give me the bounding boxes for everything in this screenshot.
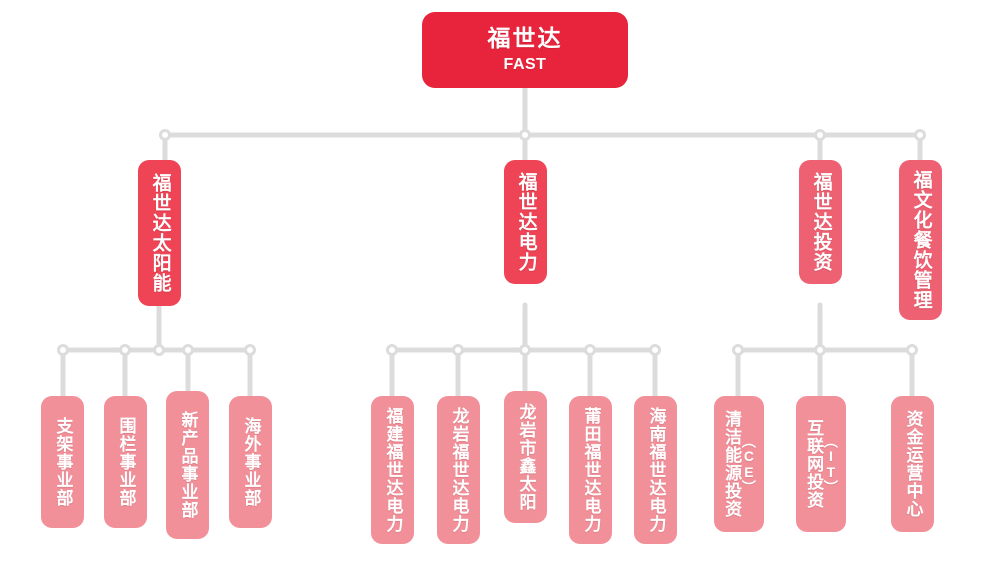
- node-unit-fence[interactable]: 围栏事业部: [104, 396, 147, 528]
- junction-dot: [159, 129, 171, 141]
- junction-dot: [814, 129, 826, 141]
- unit-label-sub: （CE）: [740, 434, 757, 494]
- node-unit-putian-power[interactable]: 莆田福世达电力: [569, 396, 612, 544]
- unit-label: 福建福世达电力: [383, 407, 403, 533]
- node-division-power[interactable]: 福世达电力: [504, 160, 547, 284]
- junction-dot: [649, 344, 661, 356]
- division-label: 福世达电力: [515, 172, 537, 272]
- unit-label: 互联网投资: [804, 419, 824, 509]
- junction-dot: [519, 344, 531, 356]
- unit-label: 龙岩市鑫太阳: [516, 403, 536, 511]
- junction-dot: [814, 344, 826, 356]
- junction-dot: [914, 129, 926, 141]
- root-title-en: FAST: [503, 56, 547, 74]
- node-unit-hainan-power[interactable]: 海南福世达电力: [634, 396, 677, 544]
- junction-dot: [452, 344, 464, 356]
- node-unit-longyan-power[interactable]: 龙岩福世达电力: [437, 396, 480, 544]
- junction-dot: [906, 344, 918, 356]
- junction-dot: [153, 344, 165, 356]
- node-unit-overseas[interactable]: 海外事业部: [229, 396, 272, 528]
- junction-dot: [584, 344, 596, 356]
- junction-dot: [386, 344, 398, 356]
- unit-label: 龙岩福世达电力: [449, 407, 469, 533]
- node-division-culture-catering[interactable]: 福文化餐饮管理: [899, 160, 942, 320]
- node-division-solar[interactable]: 福世达太阳能: [138, 160, 181, 306]
- node-root[interactable]: 福世达 FAST: [422, 12, 628, 88]
- unit-label: 支架事业部: [53, 417, 73, 507]
- junction-dot: [182, 344, 194, 356]
- unit-label: 围栏事业部: [116, 417, 136, 507]
- unit-label: 新产品事业部: [178, 411, 198, 519]
- junction-dot: [119, 344, 131, 356]
- node-unit-clean-energy[interactable]: 清洁能源投资 （CE）: [714, 396, 764, 532]
- division-label: 福世达投资: [810, 172, 832, 272]
- unit-label: 资金运营中心: [903, 410, 923, 518]
- node-unit-internet[interactable]: 互联网投资 （IT）: [796, 396, 846, 532]
- node-unit-capital-ops[interactable]: 资金运营中心: [891, 396, 934, 532]
- node-unit-fujian-power[interactable]: 福建福世达电力: [371, 396, 414, 544]
- unit-label: 莆田福世达电力: [581, 407, 601, 533]
- unit-label-sub: （IT）: [822, 434, 839, 494]
- unit-label: 海南福世达电力: [646, 407, 666, 533]
- unit-label: 清洁能源投资: [722, 410, 742, 518]
- node-unit-newproduct[interactable]: 新产品事业部: [166, 391, 209, 539]
- root-title-cn: 福世达: [487, 24, 563, 51]
- unit-label: 海外事业部: [241, 417, 261, 507]
- junction-dot: [244, 344, 256, 356]
- division-label: 福世达太阳能: [149, 173, 171, 293]
- node-division-investment[interactable]: 福世达投资: [799, 160, 842, 284]
- junction-dot: [732, 344, 744, 356]
- division-label: 福文化餐饮管理: [910, 170, 932, 310]
- node-unit-bracket[interactable]: 支架事业部: [41, 396, 84, 528]
- junction-dot: [519, 129, 531, 141]
- junction-dot: [57, 344, 69, 356]
- node-unit-longyan-xintai[interactable]: 龙岩市鑫太阳: [504, 391, 547, 523]
